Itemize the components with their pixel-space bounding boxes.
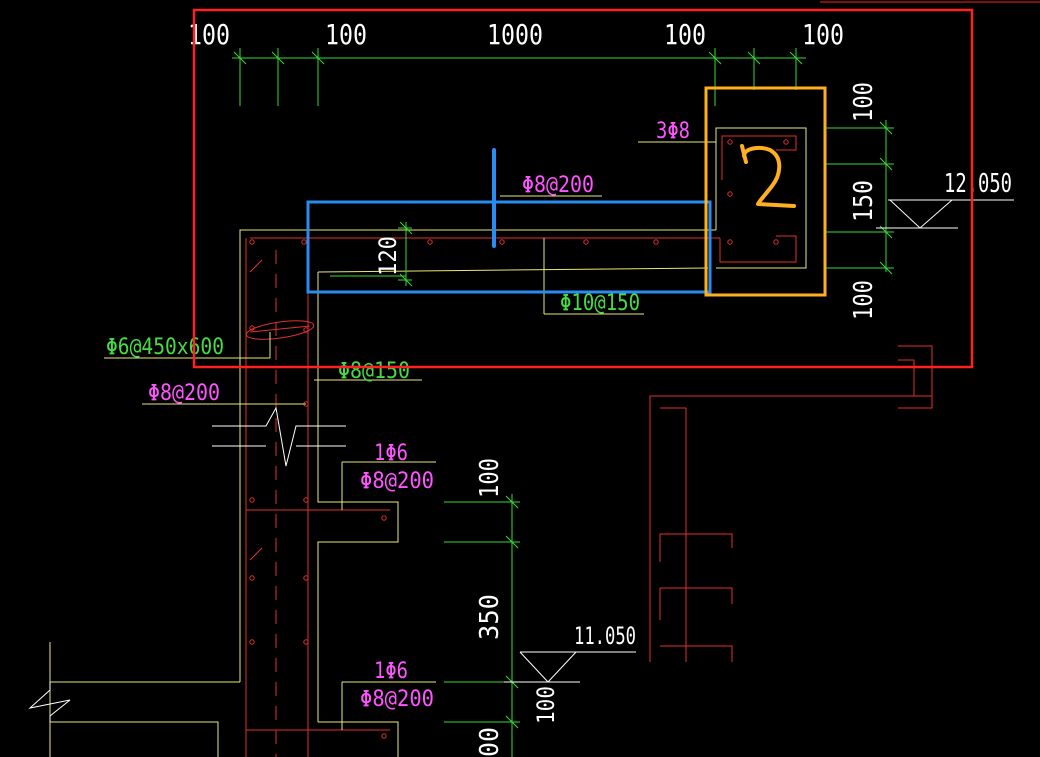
- elevation-mark-lower: 11.050: [504, 622, 636, 683]
- rebar-label-slab-bottom: Φ10@150: [560, 291, 640, 316]
- ldim-text-1: 100: [475, 458, 505, 498]
- highlight-hook-tip: [740, 144, 748, 164]
- rebar-labels: 3Φ8 Φ8@200 Φ10@150 Φ6@450x600 Φ8@150 Φ8@…: [106, 119, 690, 712]
- rebar-label-top-corner: 3Φ8: [656, 119, 690, 144]
- slab-thickness-text: 120: [374, 236, 402, 276]
- highlight-hook-orange: [742, 146, 796, 208]
- dim-text-3: 1000: [487, 18, 543, 51]
- right-dimension-texts: 100 150 100: [849, 82, 879, 320]
- rebar-label-ledge2-a: 1Φ6: [374, 659, 408, 684]
- highlight-box-orange: [704, 86, 827, 297]
- rebar-label-slab-top: Φ8@200: [522, 173, 594, 198]
- ldim-text-4: 00: [475, 727, 505, 757]
- rdim-text-1: 100: [849, 82, 879, 122]
- dim-text-4: 100: [664, 18, 706, 51]
- top-dimension-chain: [232, 48, 806, 106]
- rebar-dots: [249, 139, 789, 739]
- right-dimension-chain: [826, 120, 894, 275]
- tie-hook: [245, 320, 315, 340]
- rdim-text-2: 150: [849, 180, 879, 222]
- rebar-label-ledge2-b: Φ8@200: [360, 687, 434, 712]
- rebar-label-wall-v: Φ8@150: [338, 359, 410, 384]
- rebar-label-tie: Φ6@450x600: [106, 335, 224, 360]
- section-break-marks: [28, 406, 346, 722]
- slab-thickness-dim: [330, 221, 413, 287]
- rebar-label-wall-h: Φ8@200: [148, 381, 220, 406]
- ldim-text-2: 350: [475, 594, 505, 640]
- elevation-mark-upper: 12.050: [876, 169, 1014, 229]
- lower-dimension-texts: 100 350 100 00: [475, 458, 560, 757]
- rdim-text-3: 100: [849, 280, 879, 320]
- dim-text-2: 100: [325, 18, 367, 51]
- elevation-text-upper: 12.050: [944, 169, 1012, 199]
- ldim-text-3: 100: [532, 686, 560, 724]
- elevation-text-lower: 11.050: [574, 622, 636, 650]
- rebar-label-ledge1-a: 1Φ6: [374, 441, 408, 466]
- rebar-lines: [245, 135, 933, 757]
- leader-lines: [104, 141, 716, 730]
- top-dimension-texts: 100 100 1000 100 100: [188, 18, 844, 51]
- highlight-box-red: [192, 8, 974, 369]
- rebar-label-ledge1-b: Φ8@200: [360, 469, 434, 494]
- dim-text-5: 100: [802, 18, 844, 51]
- concrete-outline: [49, 127, 807, 757]
- highlight-box-blue: [306, 200, 712, 294]
